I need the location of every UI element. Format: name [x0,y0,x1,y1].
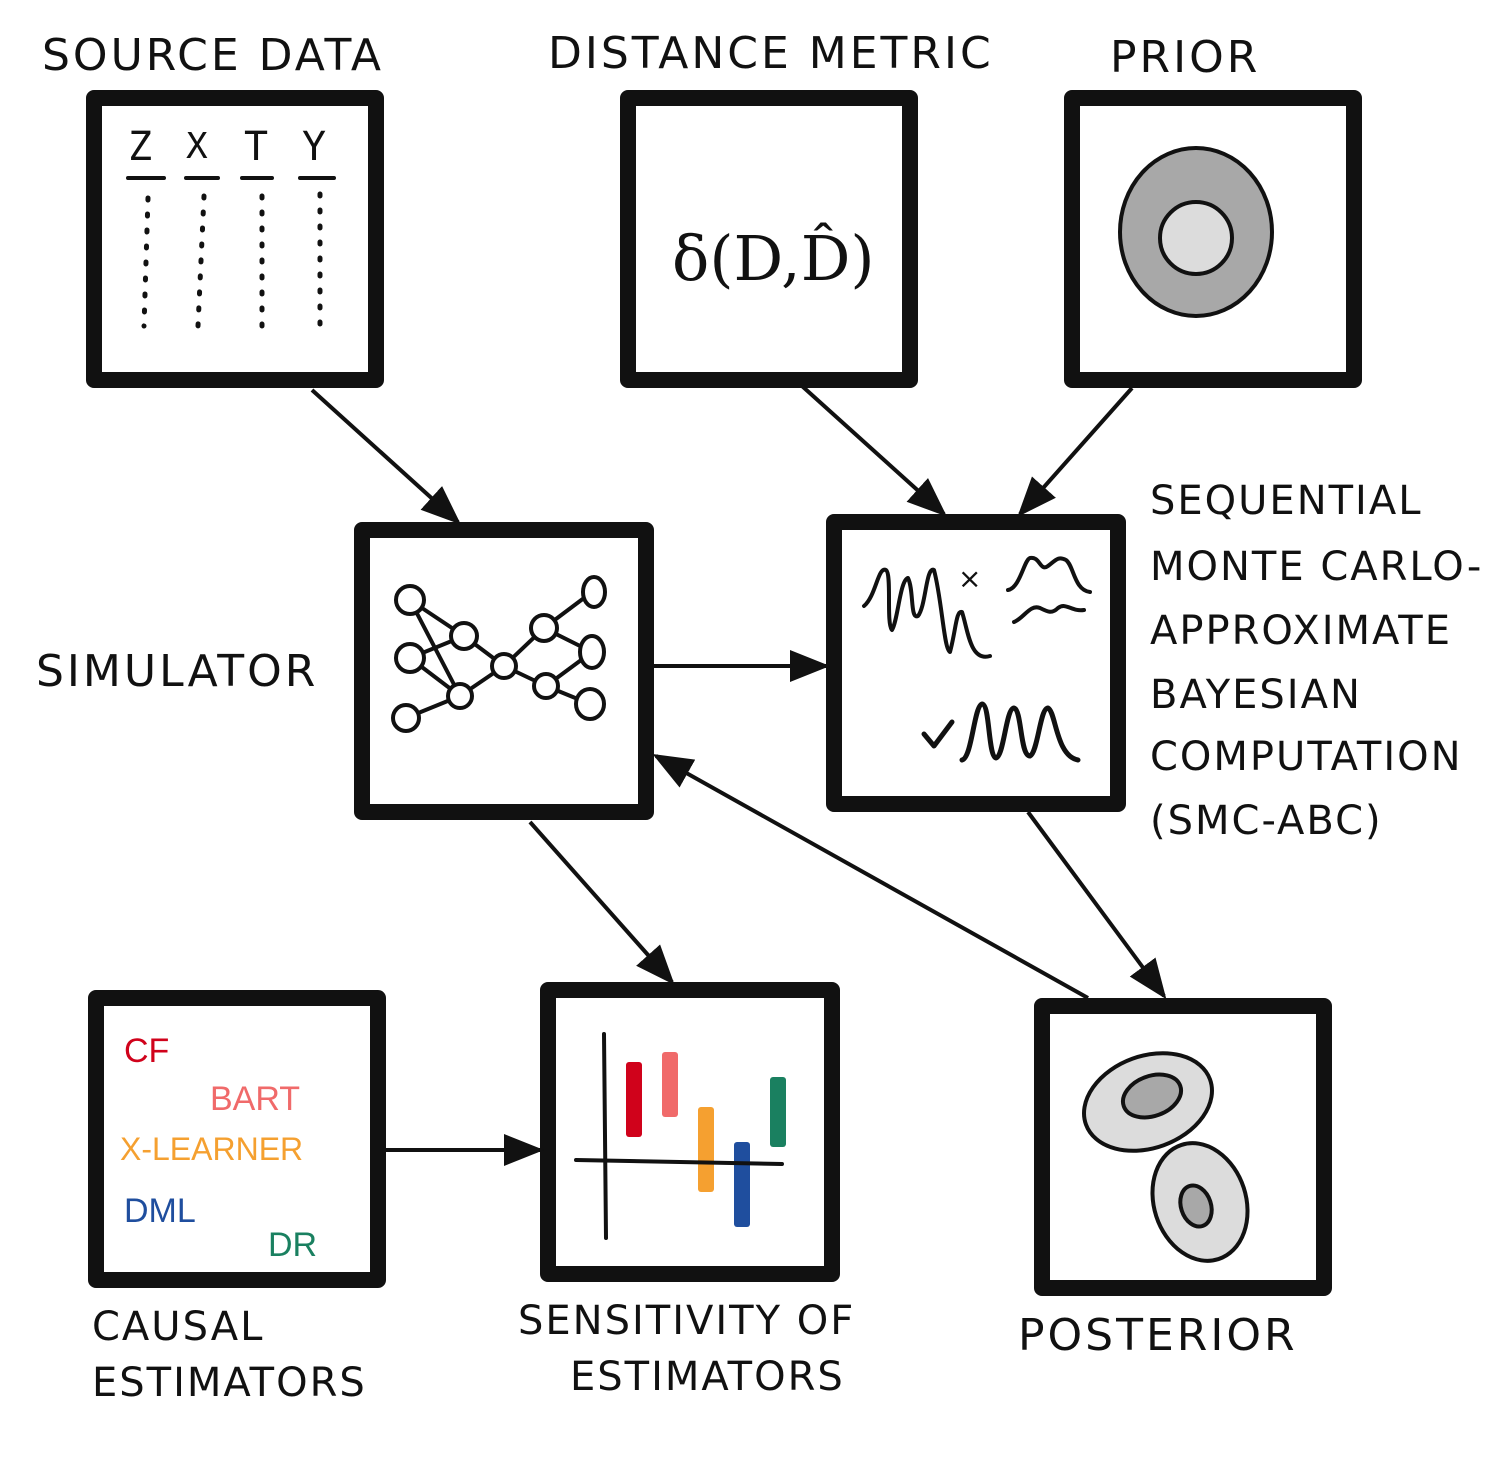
column-header-z: Z [128,124,152,170]
posterior-label: POSTERIOR [1018,1310,1298,1361]
smc-abc-label-line-2: MONTE CARLO- [1150,544,1483,590]
estimator-cf: CF [124,1032,169,1070]
prior-box [1064,90,1362,388]
arrow-source-to-simulator [310,388,461,525]
smc-abc-label-line-4: BAYESIAN [1150,672,1362,718]
prior-inner-circle [1158,200,1234,276]
smc-abc-label-line-5: COMPUTATION [1150,734,1463,780]
smc-abc-label-line-3: APPROXIMATE [1150,608,1452,654]
column-dots [141,195,151,329]
source-data-table: Z X T Y [126,124,336,331]
smc-abc-label-line-1: SEQUENTIAL [1150,478,1423,524]
source-data-label: SOURCE DATA [42,30,384,81]
causal-estimators-box: CF BART X-LEARNER DML DR [88,990,386,1288]
estimator-dr: DR [268,1226,317,1264]
accepted-sample-icon [921,701,1081,763]
causal-estimators-label-line-1: CAUSAL [92,1304,264,1350]
reject-x-mark: × [958,562,981,595]
sensitivity-label-line-2: ESTIMATORS [570,1354,845,1400]
distance-metric-box: δ(D,D̂) [620,90,918,388]
estimator-x-learner: X-LEARNER [120,1131,303,1167]
sensitivity-bar-cf [626,1062,642,1137]
sensitivity-bar-dml [734,1142,750,1227]
column-header-t: T [244,124,268,170]
candidate-sample-icon [1006,555,1092,624]
estimator-bart: BART [210,1080,300,1118]
sensitivity-bar-x-learner [698,1107,714,1192]
prior-label: PRIOR [1110,32,1260,83]
sensitivity-bar-dr [770,1077,786,1147]
estimator-dml: DML [124,1192,196,1230]
column-header-y: Y [302,124,326,170]
sensitivity-bar-bart [662,1052,678,1117]
source-data-box: Z X T Y [86,90,384,388]
smc-abc-box: × [826,514,1126,812]
distance-formula: δ(D,D̂) [672,222,875,295]
neural-network-icon [391,575,607,733]
causal-estimators-label-line-2: ESTIMATORS [92,1360,367,1406]
simulator-label: SIMULATOR [36,646,318,697]
smc-abc-label: SEQUENTIAL MONTE CARLO- APPROXIMATE BAYE… [1150,478,1483,844]
sensitivity-plot [574,1032,786,1240]
posterior-density-icon [1082,1051,1250,1263]
smc-abc-label-line-6: (SMC-ABC) [1150,798,1383,844]
column-header-x: X [186,126,208,167]
posterior-box [1034,998,1332,1296]
distance-metric-label: DISTANCE METRIC [548,28,994,79]
arrow-prior-to-smc [1017,386,1134,517]
sensitivity-y-axis [602,1032,608,1240]
sensitivity-label-line-1: SENSITIVITY OF [518,1298,855,1344]
accept-check-icon [921,719,955,749]
simulator-box [354,522,654,820]
arrow-simulator-to-sensitivity [528,820,675,985]
arrow-distance-to-smc [800,384,947,517]
arrow-posterior-to-simulator [652,754,1089,1000]
sensitivity-box [540,982,840,1282]
sensitivity-x-axis [574,1158,784,1166]
arrow-smc-to-posterior [1026,810,1167,1000]
rejected-sample-icon: × [862,562,992,659]
flow-arrows [310,384,1167,1166]
